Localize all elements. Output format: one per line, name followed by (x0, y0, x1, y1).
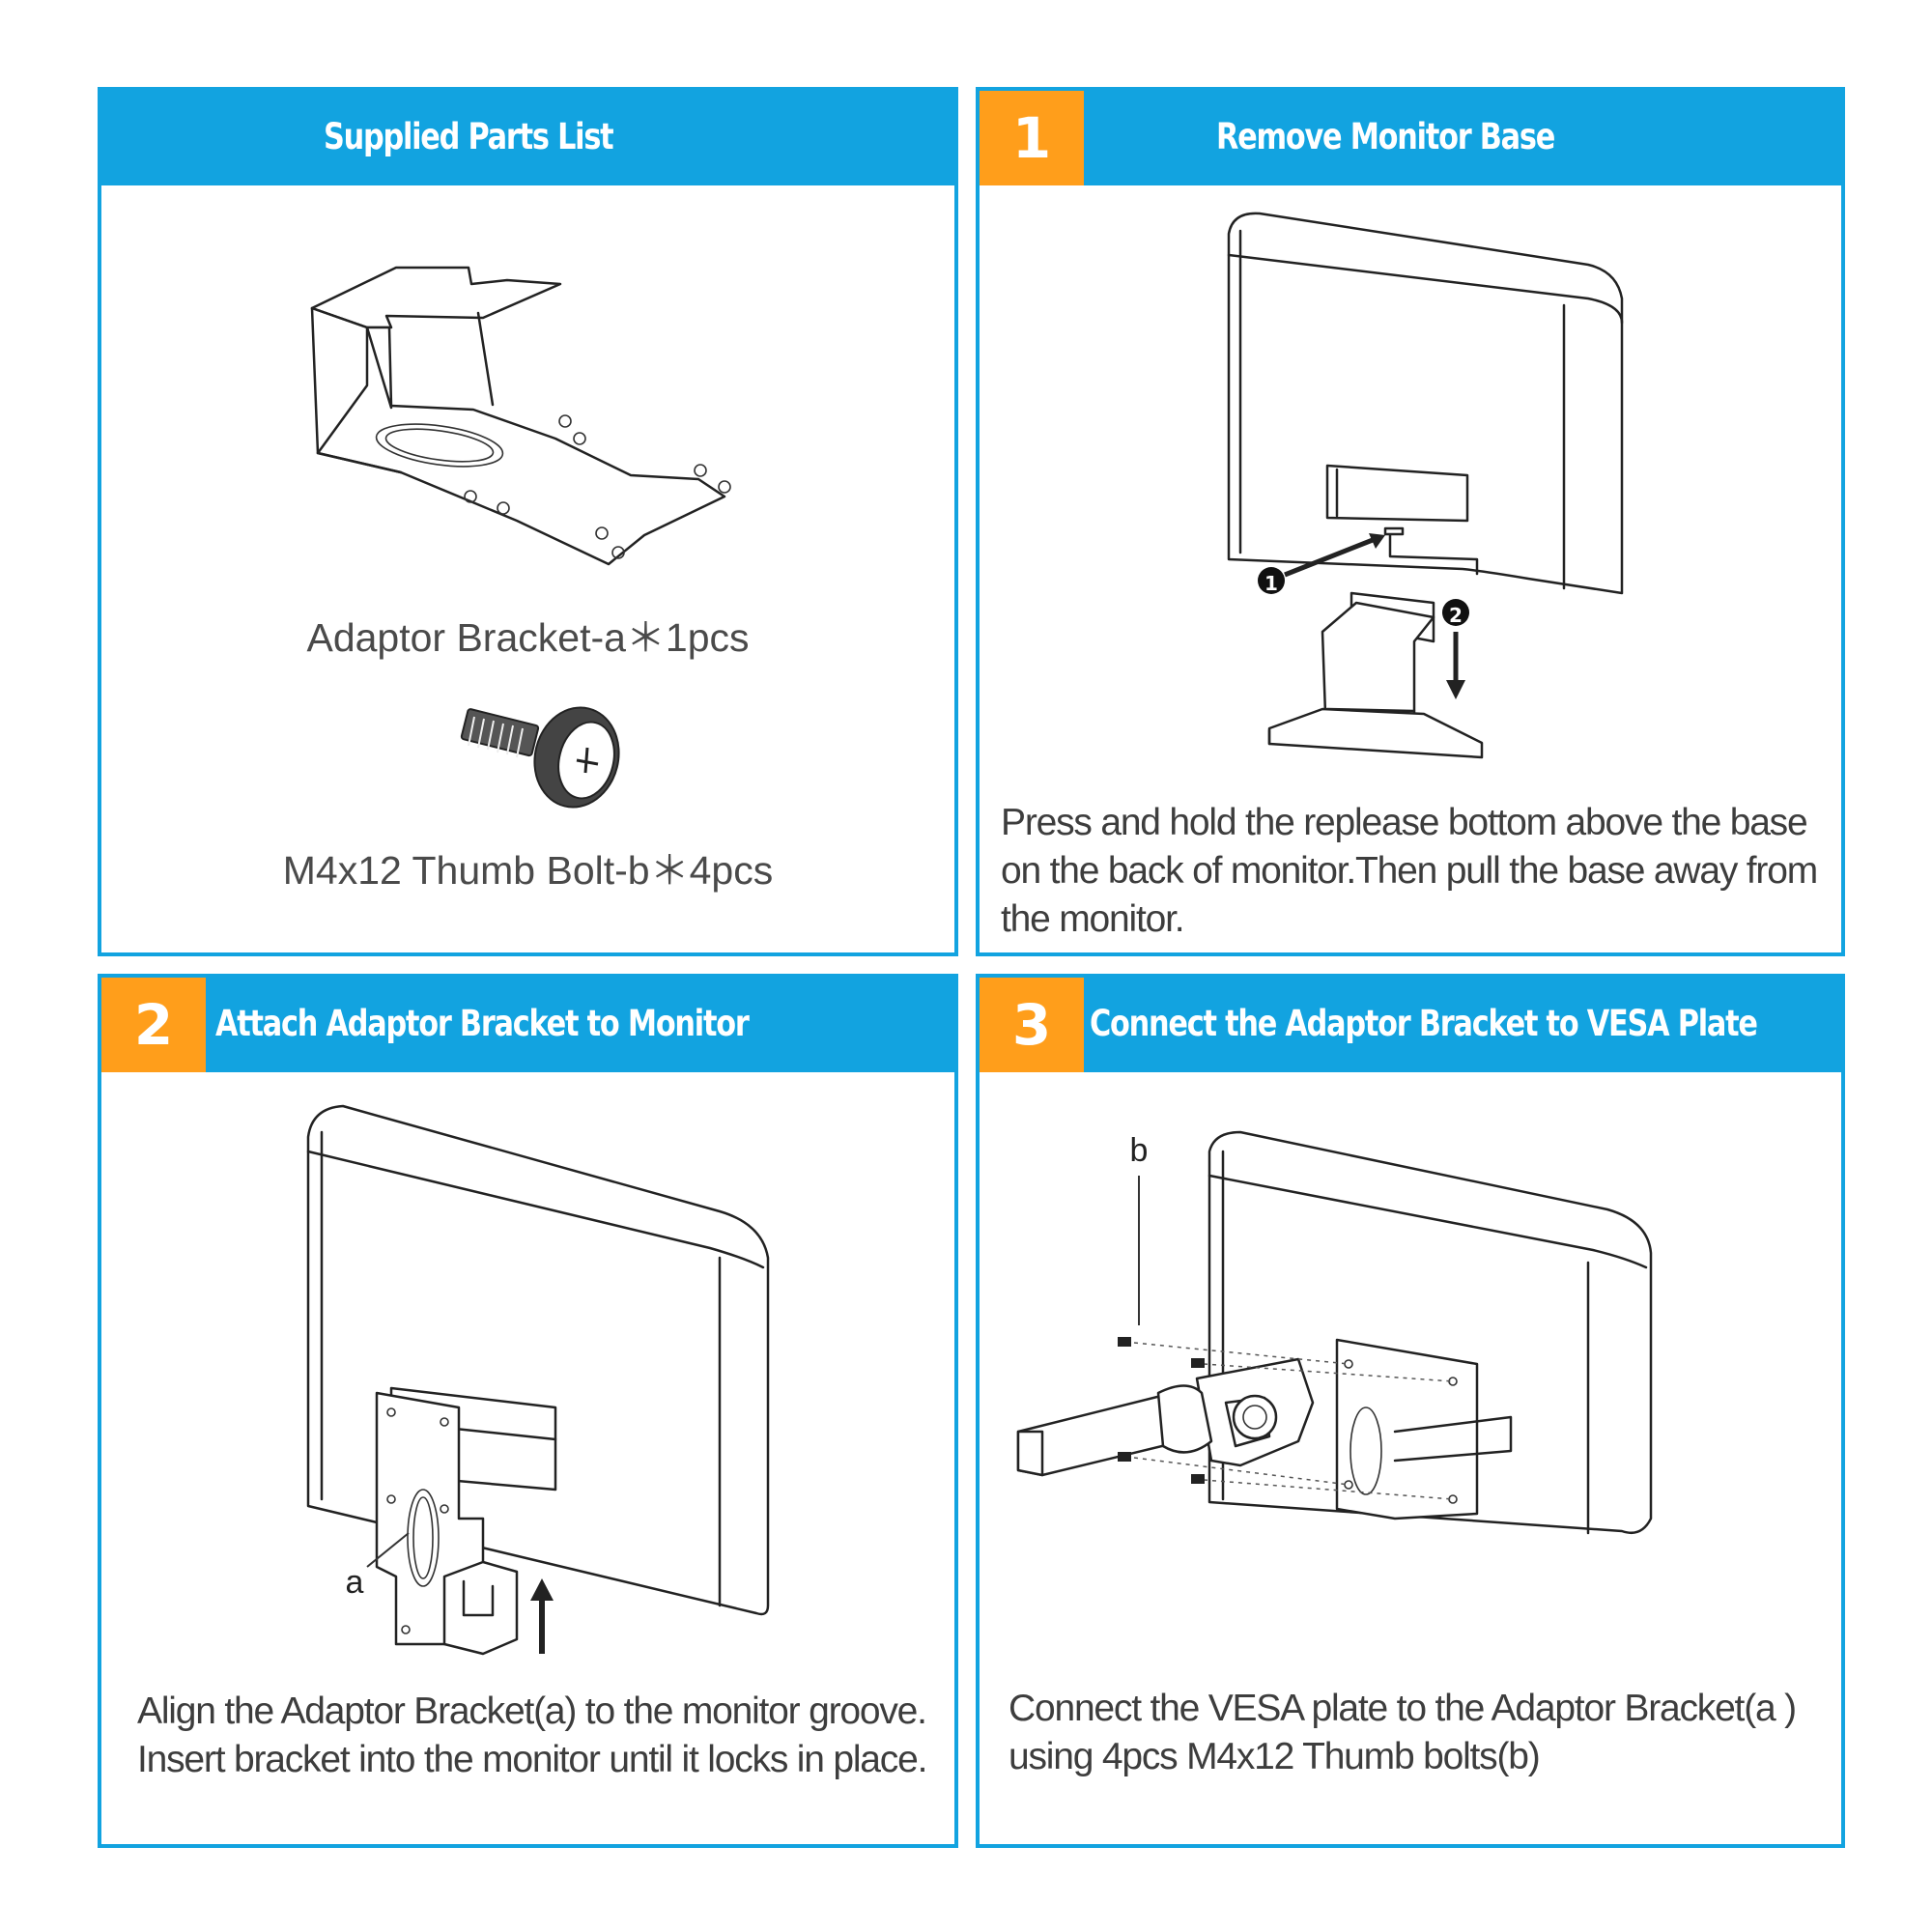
step-3-title: Connect the Adaptor Bracket to VESA Plat… (1090, 1003, 1758, 1044)
callout-a: a (346, 1564, 364, 1601)
thumb-bolt-illustration (460, 706, 620, 809)
parts-list-header: Supplied Parts List (101, 91, 954, 185)
thumb-bolt-label: M4x12 Thumb Bolt-b＊4pcs (282, 848, 774, 893)
step-1-panel: 1 Remove Monitor Base 1 2 Press and hold… (976, 87, 1845, 956)
step-2-badge: 2 (101, 978, 206, 1072)
step-1-title: Remove Monitor Base (1216, 116, 1555, 157)
vesa-connection-illustration: b (1016, 1130, 1653, 1535)
callout-b: b (1130, 1132, 1149, 1169)
step-2-header: 2 Attach Adaptor Bracket to Monitor (101, 978, 954, 1072)
adaptor-bracket-label: Adaptor Bracket-a＊1pcs (306, 615, 750, 660)
callout-1: 1 (1264, 572, 1278, 595)
step-3-panel: 3 Connect the Adaptor Bracket to VESA Pl… (976, 974, 1845, 1848)
parts-list-panel: Supplied Parts List Adaptor Bracket-a＊1p… (98, 87, 958, 956)
attach-bracket-illustration: a (306, 1104, 770, 1656)
monitor-base-removal-illustration: 1 2 (1227, 212, 1624, 759)
step-1-badge: 1 (980, 91, 1084, 185)
adaptor-bracket-illustration (310, 266, 731, 566)
parts-list-title: Supplied Parts List (324, 116, 614, 157)
step-1-header: 1 Remove Monitor Base (980, 91, 1841, 185)
step-2-panel: 2 Attach Adaptor Bracket to Monitor a Al… (98, 974, 958, 1848)
step-2-description: Align the Adaptor Bracket(a) to the moni… (137, 1690, 927, 1780)
step-3-header: 3 Connect the Adaptor Bracket to VESA Pl… (980, 978, 1841, 1072)
step-3-badge: 3 (980, 978, 1084, 1072)
step-3-description: Connect the VESA plate to the Adaptor Br… (1009, 1688, 1797, 1777)
step-1-description: Press and hold the replease bottom above… (1001, 802, 1818, 940)
callout-2: 2 (1449, 604, 1463, 627)
step-2-title: Attach Adaptor Bracket to Monitor (215, 1003, 750, 1044)
